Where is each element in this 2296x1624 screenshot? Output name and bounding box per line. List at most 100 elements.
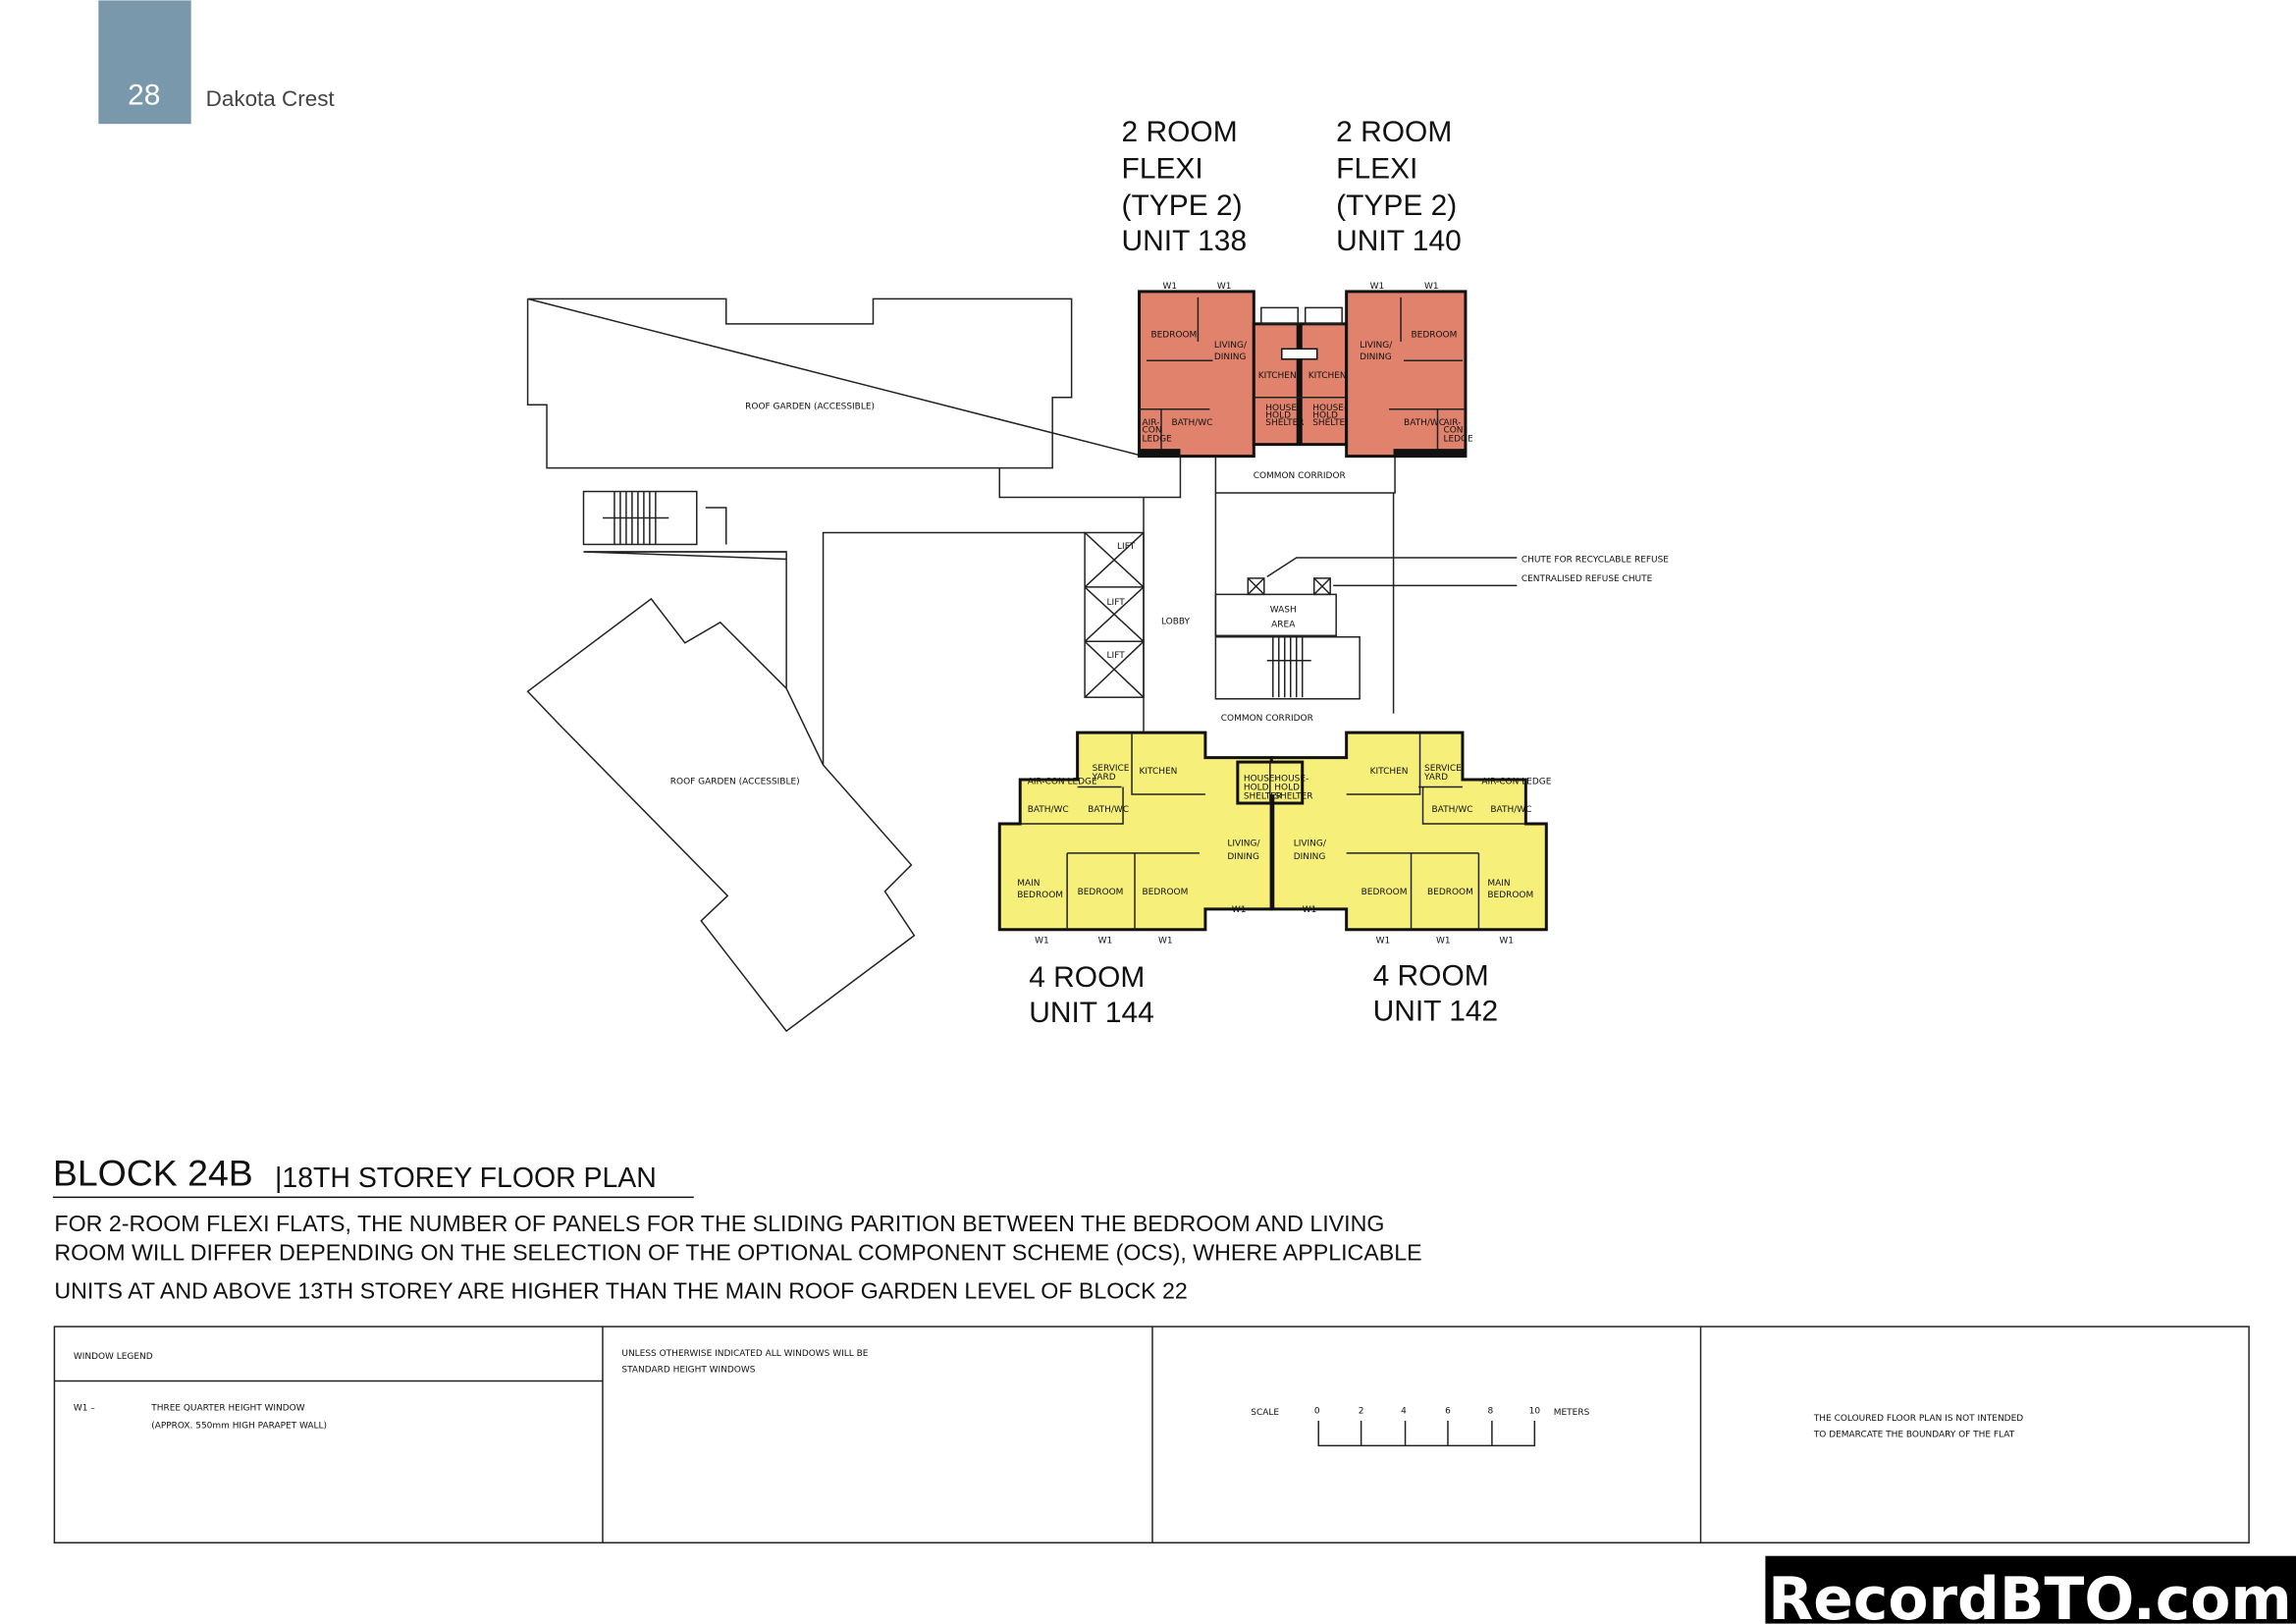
svg-text:8: 8	[1488, 1406, 1494, 1416]
bottom-windows: W1 W1 W1 W1 W1 W1 W1 W1	[1035, 905, 1514, 946]
svg-text:HOUSE-: HOUSE-	[1312, 404, 1347, 413]
svg-text:BEDROOM: BEDROOM	[1412, 330, 1458, 340]
unit-140-plan: BEDROOM LIVING/ DINING BATH/WC AIR- CON …	[1345, 290, 1473, 459]
svg-text:W1: W1	[1098, 936, 1113, 946]
svg-text:W1: W1	[1303, 905, 1317, 915]
svg-text:CON: CON	[1443, 426, 1463, 436]
svg-text:2 ROOM: 2 ROOM	[1122, 116, 1238, 148]
note-2: ROOM WILL DIFFER DEPENDING ON THE SELECT…	[54, 1240, 1421, 1266]
svg-text:FLEXI: FLEXI	[1122, 153, 1203, 186]
svg-text:YARD: YARD	[1423, 773, 1448, 783]
svg-text:LIVING/: LIVING/	[1214, 341, 1248, 351]
svg-text:LIFT: LIFT	[1117, 542, 1136, 552]
chute-centralised-label: CENTRALISED REFUSE CHUTE	[1522, 574, 1653, 584]
svg-text:LEDGE: LEDGE	[1443, 435, 1473, 445]
svg-text:SERVICE: SERVICE	[1424, 764, 1462, 774]
chute-recyclable-label: CHUTE FOR RECYCLABLE REFUSE	[1522, 555, 1669, 565]
legend-table: WINDOW LEGEND W1 – THREE QUARTER HEIGHT …	[53, 1326, 2250, 1543]
svg-text:LEDGE: LEDGE	[1143, 435, 1173, 445]
svg-text:SHELTER: SHELTER	[1265, 418, 1304, 428]
svg-text:DINING: DINING	[1294, 852, 1326, 862]
unit-label-140: 2 ROOM FLEXI (TYPE 2) UNIT 140	[1336, 116, 1462, 257]
svg-text:UNIT 144: UNIT 144	[1029, 997, 1154, 1029]
svg-text:FLEXI: FLEXI	[1336, 153, 1417, 186]
svg-text:SCALE: SCALE	[1251, 1408, 1279, 1418]
svg-text:W1: W1	[1424, 282, 1439, 292]
svg-text:SERVICE: SERVICE	[1093, 764, 1130, 774]
staircase-upper	[582, 490, 787, 553]
svg-text:W1: W1	[1436, 936, 1451, 946]
svg-text:W1: W1	[1162, 282, 1177, 292]
unit-142-plan: HOUSE- HOLD SHELTER KITCHEN SERVICE YARD…	[1274, 732, 1552, 930]
note-3: UNITS AT AND ABOVE 13TH STOREY ARE HIGHE…	[54, 1278, 1187, 1304]
svg-text:W1 –: W1 –	[74, 1403, 95, 1413]
svg-text:KITCHEN: KITCHEN	[1308, 371, 1347, 381]
svg-text:BATH/WC: BATH/WC	[1490, 805, 1531, 815]
svg-text:(APPROX. 550mm HIGH PARAPET WA: (APPROX. 550mm HIGH PARAPET WALL)	[151, 1421, 327, 1431]
svg-text:LIFT: LIFT	[1107, 651, 1126, 661]
page-number-tab	[98, 0, 191, 125]
svg-text:W1: W1	[1370, 282, 1385, 292]
page-number: 28	[128, 80, 160, 112]
svg-text:4 ROOM: 4 ROOM	[1373, 960, 1489, 993]
svg-text:DINING: DINING	[1214, 352, 1247, 362]
svg-text:SHELTER: SHELTER	[1274, 792, 1312, 802]
svg-text:DINING: DINING	[1360, 352, 1392, 362]
svg-text:MAIN: MAIN	[1017, 879, 1040, 889]
svg-text:LIVING/: LIVING/	[1227, 839, 1260, 848]
svg-text:HOUSE-: HOUSE-	[1244, 775, 1278, 785]
unit-138-plan: BEDROOM LIVING/ DINING BATH/WC AIR- CON …	[1138, 290, 1255, 459]
svg-text:2: 2	[1359, 1406, 1364, 1416]
roof-garden-label: ROOF GARDEN (ACCESSIBLE)	[745, 403, 875, 412]
svg-text:LIVING/: LIVING/	[1360, 341, 1393, 351]
window-legend-title: WINDOW LEGEND	[74, 1352, 153, 1362]
svg-text:WASH: WASH	[1270, 605, 1297, 615]
unit-label-144: 4 ROOM UNIT 144	[1029, 961, 1154, 1029]
unit-label-138: 2 ROOM FLEXI (TYPE 2) UNIT 138	[1122, 116, 1248, 257]
svg-text:HOLD: HOLD	[1265, 411, 1291, 421]
svg-text:BEDROOM: BEDROOM	[1362, 888, 1408, 897]
top-windows: W1 W1 W1 W1	[1162, 282, 1438, 292]
roof-garden-upper	[527, 298, 1182, 499]
svg-text:HOLD: HOLD	[1244, 784, 1269, 793]
unit-label-142: 4 ROOM UNIT 142	[1373, 960, 1499, 1028]
svg-text:HOLD: HOLD	[1274, 784, 1300, 793]
refuse-chutes: CHUTE FOR RECYCLABLE REFUSE CENTRALISED …	[1247, 555, 1669, 596]
lift-shafts: LIFT LIFT LIFT	[1084, 531, 1145, 698]
svg-text:BATH/WC: BATH/WC	[1028, 805, 1069, 815]
svg-text:AREA: AREA	[1271, 620, 1296, 629]
svg-text:KITCHEN: KITCHEN	[1140, 767, 1178, 777]
project-name: Dakota Crest	[206, 86, 336, 111]
storey-title: |18TH STOREY FLOOR PLAN	[275, 1163, 657, 1194]
svg-text:SHELTER: SHELTER	[1244, 792, 1282, 802]
svg-text:LIFT: LIFT	[1107, 598, 1126, 608]
svg-text:THREE QUARTER HEIGHT WINDOW: THREE QUARTER HEIGHT WINDOW	[150, 1403, 304, 1413]
unit-142-outline	[1269, 731, 1548, 932]
roof-garden-lower	[526, 551, 916, 1033]
svg-text:SHELTER: SHELTER	[1312, 418, 1351, 428]
svg-text:AIR-CON LEDGE: AIR-CON LEDGE	[1028, 778, 1097, 787]
svg-text:AIR-: AIR-	[1143, 418, 1160, 428]
svg-text:BEDROOM: BEDROOM	[1143, 888, 1189, 897]
svg-text:LIVING/: LIVING/	[1294, 839, 1327, 848]
svg-text:W1: W1	[1035, 936, 1049, 946]
roof-garden-label-lower: ROOF GARDEN (ACCESSIBLE)	[670, 778, 800, 787]
svg-text:AIR-CON LEDGE: AIR-CON LEDGE	[1481, 778, 1551, 787]
svg-text:DINING: DINING	[1227, 852, 1259, 862]
svg-text:UNIT 140: UNIT 140	[1336, 225, 1462, 257]
svg-text:W1: W1	[1158, 936, 1173, 946]
svg-text:0: 0	[1314, 1406, 1320, 1416]
svg-text:4 ROOM: 4 ROOM	[1029, 961, 1145, 994]
svg-text:W1: W1	[1499, 936, 1514, 946]
note-1: FOR 2-ROOM FLEXI FLATS, THE NUMBER OF PA…	[54, 1211, 1384, 1236]
svg-text:HOUSE-: HOUSE-	[1274, 775, 1308, 785]
svg-text:BEDROOM: BEDROOM	[1427, 888, 1473, 897]
svg-text:UNIT 142: UNIT 142	[1373, 996, 1499, 1028]
svg-text:BATH/WC: BATH/WC	[1088, 805, 1129, 815]
svg-text:STANDARD HEIGHT WINDOWS: STANDARD HEIGHT WINDOWS	[621, 1366, 755, 1376]
svg-text:BATH/WC: BATH/WC	[1404, 418, 1445, 428]
wash-area: WASH AREA	[1214, 593, 1337, 698]
svg-text:UNIT 138: UNIT 138	[1122, 225, 1248, 257]
svg-text:HOLD: HOLD	[1312, 411, 1338, 421]
